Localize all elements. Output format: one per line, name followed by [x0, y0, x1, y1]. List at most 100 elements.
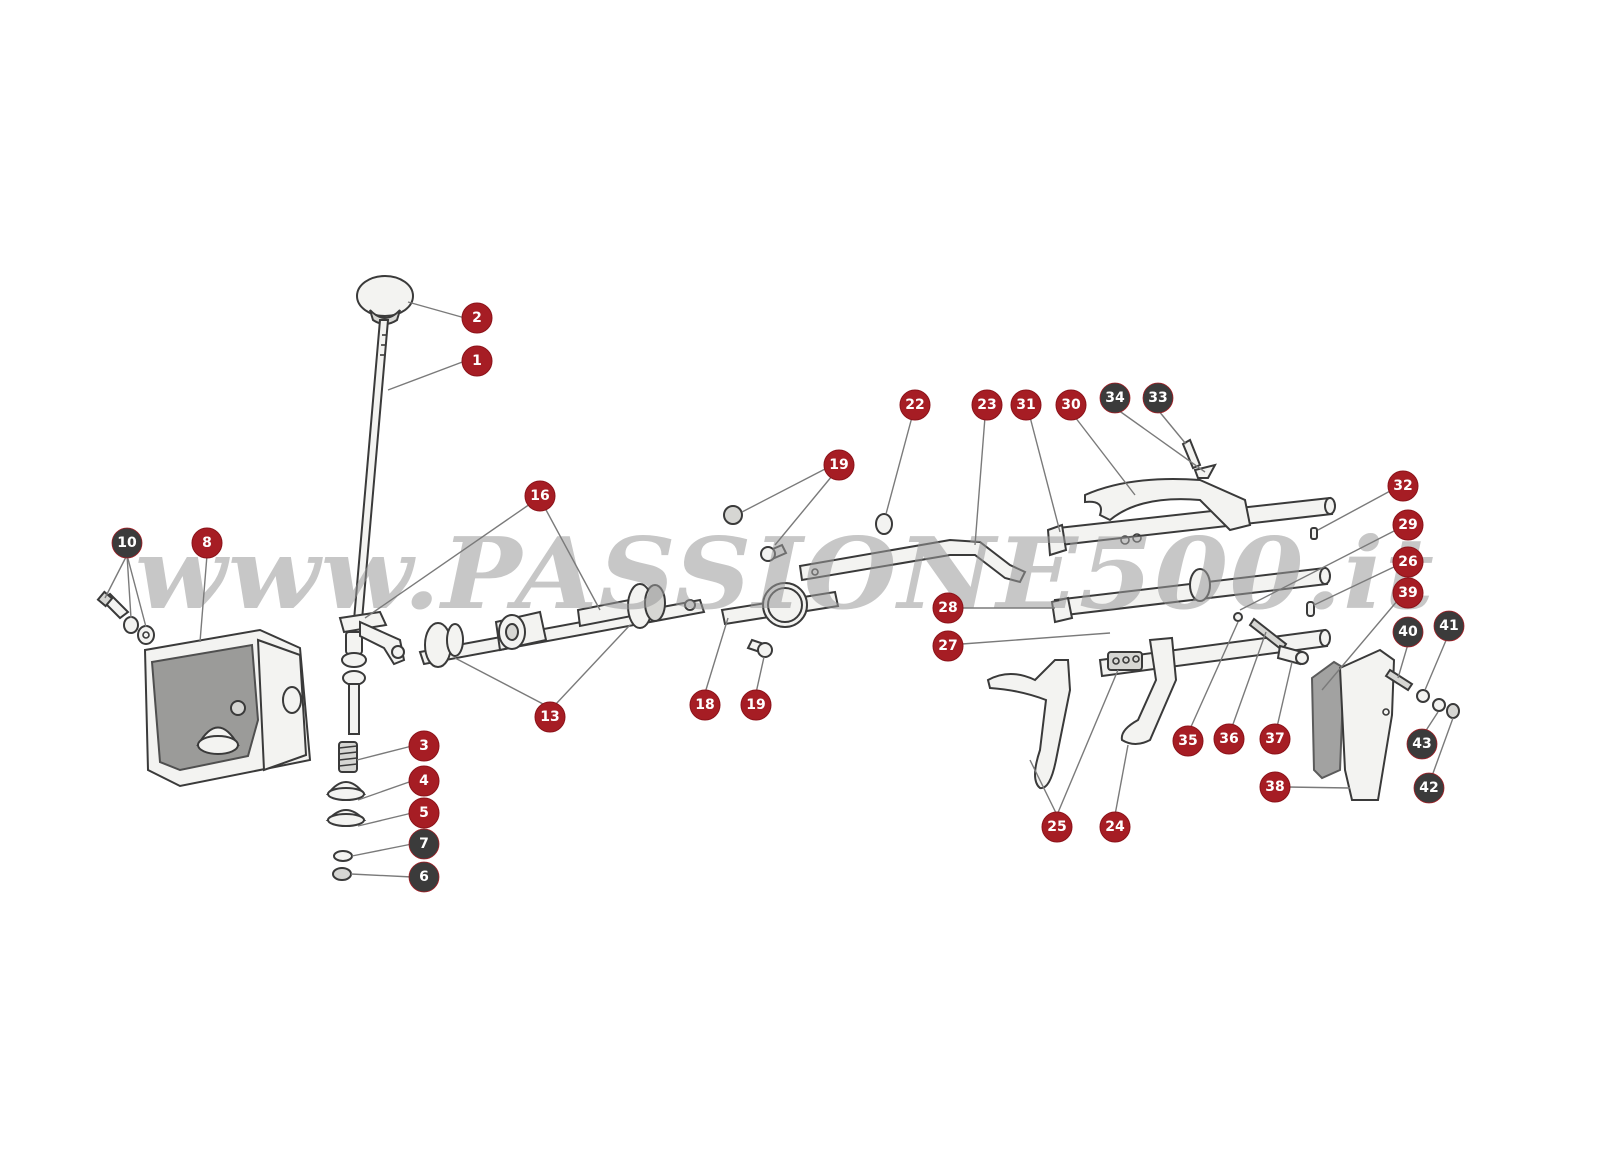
svg-text:19: 19	[746, 697, 765, 713]
watermark-text: www.PASSIONE500.it	[135, 517, 1435, 632]
callout-19-top[interactable]: 19	[823, 449, 855, 481]
part-7-washer	[333, 850, 353, 862]
svg-text:18: 18	[695, 697, 714, 713]
callout-24[interactable]: 24	[1099, 811, 1131, 843]
svg-text:27: 27	[938, 638, 957, 654]
leader-lines	[104, 301, 1454, 878]
callout-35[interactable]: 35	[1172, 725, 1204, 757]
callout-23[interactable]: 23	[971, 389, 1003, 421]
svg-text:37: 37	[1265, 731, 1284, 747]
svg-text:33: 33	[1148, 390, 1167, 406]
callout-2[interactable]: 2	[461, 302, 493, 334]
svg-text:8: 8	[202, 535, 212, 551]
svg-text:36: 36	[1219, 731, 1238, 747]
svg-text:1: 1	[472, 353, 482, 369]
part-1-gear-lever	[338, 319, 406, 735]
part-42-nut	[1446, 703, 1460, 719]
callout-6[interactable]: 6	[408, 861, 440, 893]
callout-10[interactable]: 10	[111, 527, 143, 559]
callout-30[interactable]: 30	[1055, 389, 1087, 421]
svg-text:4: 4	[419, 773, 429, 789]
svg-text:16: 16	[530, 488, 549, 504]
svg-text:38: 38	[1265, 779, 1284, 795]
svg-text:24: 24	[1105, 819, 1125, 835]
svg-text:25: 25	[1047, 819, 1066, 835]
callout-31[interactable]: 31	[1010, 389, 1042, 421]
part-38-cover-plate	[1338, 648, 1396, 801]
callout-37[interactable]: 37	[1259, 723, 1291, 755]
callout-16[interactable]: 16	[524, 480, 556, 512]
callout-42[interactable]: 42	[1413, 772, 1445, 804]
part-13-16-shaft-assembly	[418, 583, 706, 668]
svg-text:39: 39	[1398, 585, 1417, 601]
part-35-ball	[1233, 612, 1243, 622]
svg-text:5: 5	[419, 805, 429, 821]
part-28-29-middle-shaft	[1050, 566, 1331, 624]
callout-33[interactable]: 33	[1142, 382, 1174, 414]
callout-39[interactable]: 39	[1392, 577, 1424, 609]
svg-text:10: 10	[117, 535, 137, 551]
part-33-34-bolt-pad	[1181, 438, 1217, 479]
part-19-screws	[723, 505, 788, 658]
svg-text:3: 3	[419, 738, 429, 754]
part-3-spring	[338, 741, 358, 773]
callout-18[interactable]: 18	[689, 689, 721, 721]
part-2-knob	[356, 275, 414, 325]
parts-drawing	[96, 275, 1460, 881]
svg-text:29: 29	[1398, 517, 1417, 533]
callout-26[interactable]: 26	[1392, 546, 1424, 578]
svg-text:23: 23	[977, 397, 996, 413]
callout-32[interactable]: 32	[1387, 470, 1419, 502]
svg-text:32: 32	[1393, 478, 1412, 494]
svg-text:31: 31	[1016, 397, 1035, 413]
part-18-plate	[720, 582, 840, 628]
callout-5[interactable]: 5	[408, 797, 440, 829]
svg-text:13: 13	[540, 709, 559, 725]
svg-text:2: 2	[472, 310, 482, 326]
svg-text:6: 6	[419, 869, 429, 885]
callout-38[interactable]: 38	[1259, 771, 1291, 803]
callout-27[interactable]: 27	[932, 630, 964, 662]
callout-43[interactable]: 43	[1406, 728, 1438, 760]
part-26-pin	[1306, 601, 1315, 617]
callouts: 2 1 10 8 16 13 3 4 5 7 6 19 18 19 22 23 …	[111, 302, 1465, 893]
part-41-washer	[1416, 689, 1430, 703]
svg-text:43: 43	[1412, 736, 1431, 752]
svg-text:42: 42	[1419, 780, 1438, 796]
svg-text:28: 28	[938, 600, 957, 616]
part-43-washer	[1432, 698, 1446, 712]
part-8-bracket	[143, 628, 312, 788]
callout-4[interactable]: 4	[408, 765, 440, 797]
callout-8[interactable]: 8	[191, 527, 223, 559]
part-32-pin	[1310, 527, 1318, 540]
callout-34[interactable]: 34	[1099, 382, 1131, 414]
callout-22[interactable]: 22	[899, 389, 931, 421]
svg-text:35: 35	[1178, 733, 1197, 749]
callout-36[interactable]: 36	[1213, 723, 1245, 755]
part-40-stud	[1384, 668, 1414, 692]
callout-3[interactable]: 3	[408, 730, 440, 762]
svg-text:26: 26	[1398, 554, 1417, 570]
part-39-gasket	[1310, 660, 1346, 780]
callout-19-bottom[interactable]: 19	[740, 689, 772, 721]
callout-25[interactable]: 25	[1041, 811, 1073, 843]
part-23-rod	[798, 538, 1027, 584]
part-36-spring	[1248, 617, 1288, 652]
svg-text:41: 41	[1439, 618, 1458, 634]
callout-41[interactable]: 41	[1433, 610, 1465, 642]
callout-28[interactable]: 28	[932, 592, 964, 624]
part-6-nut	[332, 867, 352, 881]
svg-text:34: 34	[1105, 390, 1125, 406]
svg-text:30: 30	[1061, 397, 1081, 413]
callout-1[interactable]: 1	[461, 345, 493, 377]
part-30-31-upper-shaft	[1046, 478, 1336, 557]
svg-text:7: 7	[419, 836, 429, 852]
callout-7[interactable]: 7	[408, 828, 440, 860]
callout-40[interactable]: 40	[1392, 616, 1424, 648]
svg-text:40: 40	[1398, 624, 1418, 640]
part-22-ring	[875, 513, 893, 535]
callout-29[interactable]: 29	[1392, 509, 1424, 541]
svg-text:22: 22	[905, 397, 924, 413]
callout-13[interactable]: 13	[534, 701, 566, 733]
